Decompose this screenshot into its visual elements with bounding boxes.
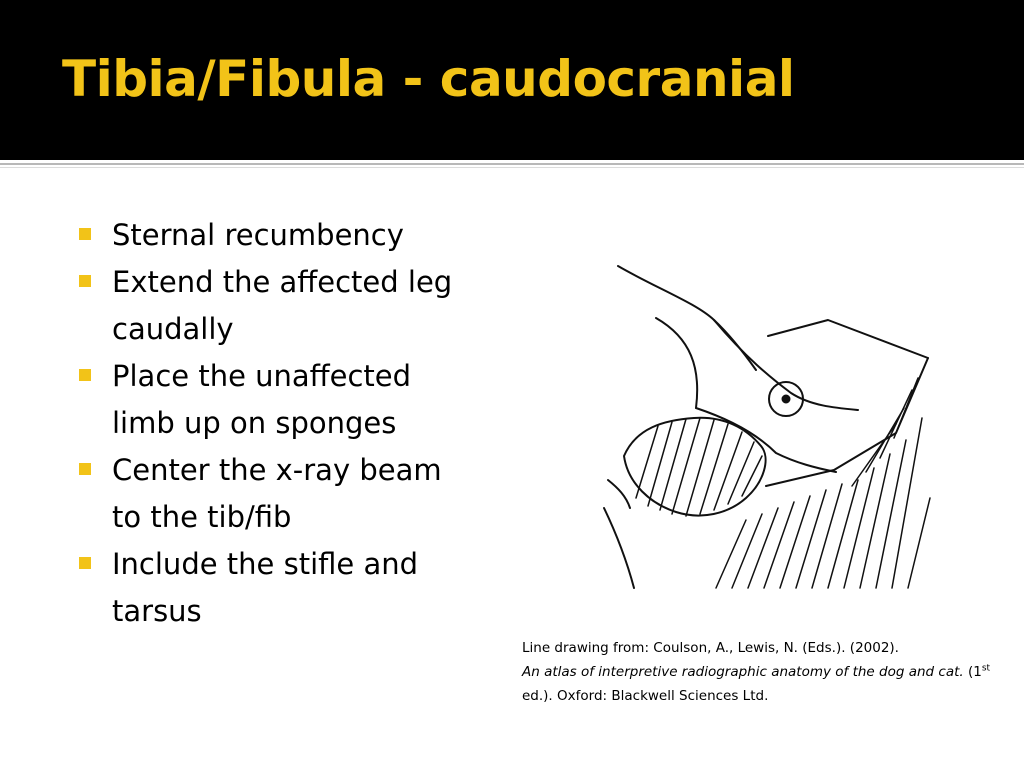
citation-book-title: An atlas of interpretive radiographic an… (522, 664, 964, 680)
bullet-text: caudally (112, 312, 234, 346)
title-bar: Tibia/Fibula - caudocranial (0, 0, 1024, 160)
bullet-text: Center the x-ray beam (112, 453, 442, 487)
bullet-text: Sternal recumbency (112, 218, 404, 252)
citation-publisher: ed.). Oxford: Blackwell Sciences Ltd. (522, 688, 769, 704)
bullet-item: Sternal recumbency (78, 212, 518, 259)
body-lower-outline (603, 507, 635, 589)
square-bullet-icon (79, 275, 91, 287)
beam-center-dot (781, 394, 791, 404)
thigh-outline (617, 265, 757, 371)
bullet-text: to the tib/fib (112, 500, 292, 534)
bullet-text: limb up on sponges (112, 406, 397, 440)
beam-center-circle (768, 381, 804, 417)
leg-lower-outline (695, 407, 837, 473)
bullet-item: Place the unaffected limb up on sponges (78, 353, 518, 447)
citation-line: Line drawing from: Coulson, A., Lewis, N… (522, 640, 899, 656)
sponge-hatching (635, 417, 763, 517)
image-citation: Line drawing from: Coulson, A., Lewis, N… (522, 636, 992, 708)
positioning-line-drawing (603, 265, 931, 589)
table-hatching (715, 377, 931, 589)
citation-edition-superscript: st (981, 663, 991, 674)
bullet-item: Include the stifle and tarsus (78, 541, 518, 635)
bullet-text: Include the stifle and (112, 547, 419, 581)
square-bullet-icon (79, 369, 91, 381)
cassette-right-edge (765, 357, 929, 487)
bullet-item: Center the x-ray beam to the tib/fib (78, 447, 518, 541)
leg-upper-outline (713, 319, 859, 411)
body-side-outline (607, 479, 631, 509)
bullet-item: Extend the affected leg caudally (78, 259, 518, 353)
square-bullet-icon (79, 228, 91, 240)
sponge-outline (623, 416, 767, 517)
slide-title: Tibia/Fibula - caudocranial (62, 50, 795, 108)
citation-continuation: An atlas of interpretive radiographic an… (522, 660, 992, 708)
bullet-text: Extend the affected leg (112, 265, 453, 299)
square-bullet-icon (79, 557, 91, 569)
citation-edition-prefix: (1 (963, 664, 982, 680)
title-divider-line-thin (0, 167, 1024, 168)
thigh-inner-outline (655, 317, 699, 409)
bullet-list: Sternal recumbency Extend the affected l… (78, 212, 518, 635)
cassette-top-edge (767, 319, 929, 359)
bullet-text: tarsus (112, 594, 202, 628)
title-divider-line (0, 163, 1024, 165)
bullet-text: Place the unaffected (112, 359, 412, 393)
square-bullet-icon (79, 463, 91, 475)
